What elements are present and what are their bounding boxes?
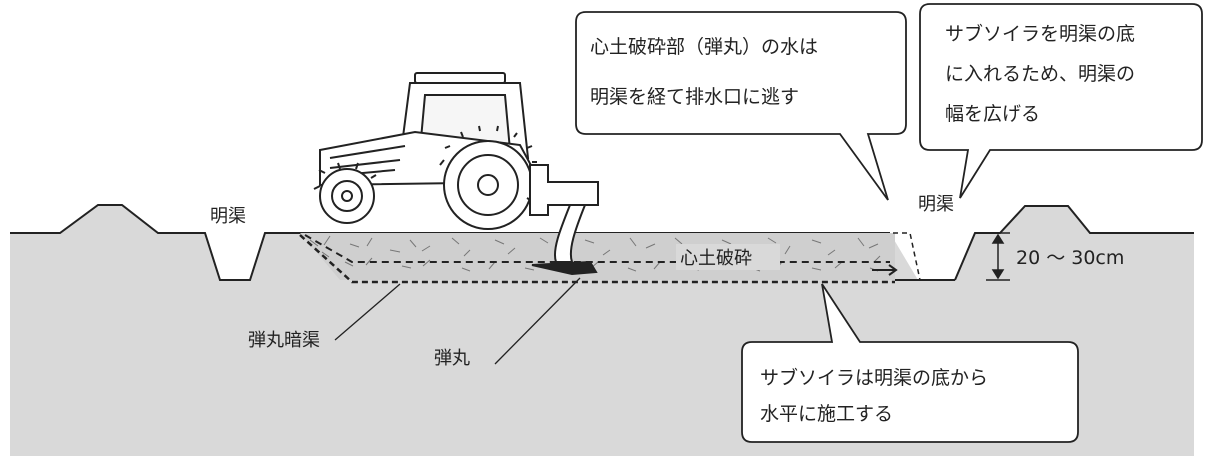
tractor-icon: [313, 72, 542, 230]
depth-indicator: [986, 232, 1010, 281]
label-meikyo-right: 明渠: [918, 194, 954, 215]
label-dangan: 弾丸: [434, 348, 470, 369]
channel-extension-dashed: [893, 232, 921, 281]
leader-dangan: [494, 277, 581, 365]
callout-widen-channel-line-1: サブソイラを明渠の底: [945, 22, 1135, 45]
label-shindo-hasai-bg: [676, 244, 780, 270]
label-shindo-hasai: 心土破砕: [680, 248, 752, 269]
callout-horizontal-line-1: サブソイラは明渠の底から: [760, 366, 988, 389]
callout-widen-channel: サブソイラを明渠の底 に入れるため、明渠の 幅を広げる: [919, 3, 1203, 199]
callout-horizontal: サブソイラは明渠の底から 水平に施工する: [741, 283, 1079, 443]
label-meikyo-left: 明渠: [210, 206, 246, 227]
leader-dangan-ankyo: [334, 283, 401, 341]
ground-surface-line: [10, 204, 1194, 281]
subsoiler-icon: [529, 164, 599, 276]
callout-horizontal-line-2: 水平に施工する: [760, 403, 893, 425]
callout-widen-channel-line-2: に入れるため、明渠の: [945, 63, 1135, 85]
callout-shinpaku-water: 心土破砕部（弾丸）の水は 明渠を経て排水口に逃す: [575, 11, 907, 201]
subsoil-fracture-zone: [299, 232, 921, 284]
callout-shinpaku-water-line-1: 心土破砕部（弾丸）の水は: [590, 36, 818, 58]
callout-shinpaku-water-line-2: 明渠を経て排水口に逃す: [590, 86, 799, 108]
callout-widen-channel-line-3: 幅を広げる: [945, 103, 1040, 125]
label-dangan-ankyo: 弾丸暗渠: [248, 330, 320, 351]
fracture-zone-dashed-lower: [299, 234, 895, 284]
label-depth: 20 ～ 30cm: [1016, 247, 1124, 269]
flow-arrow: [872, 264, 898, 276]
